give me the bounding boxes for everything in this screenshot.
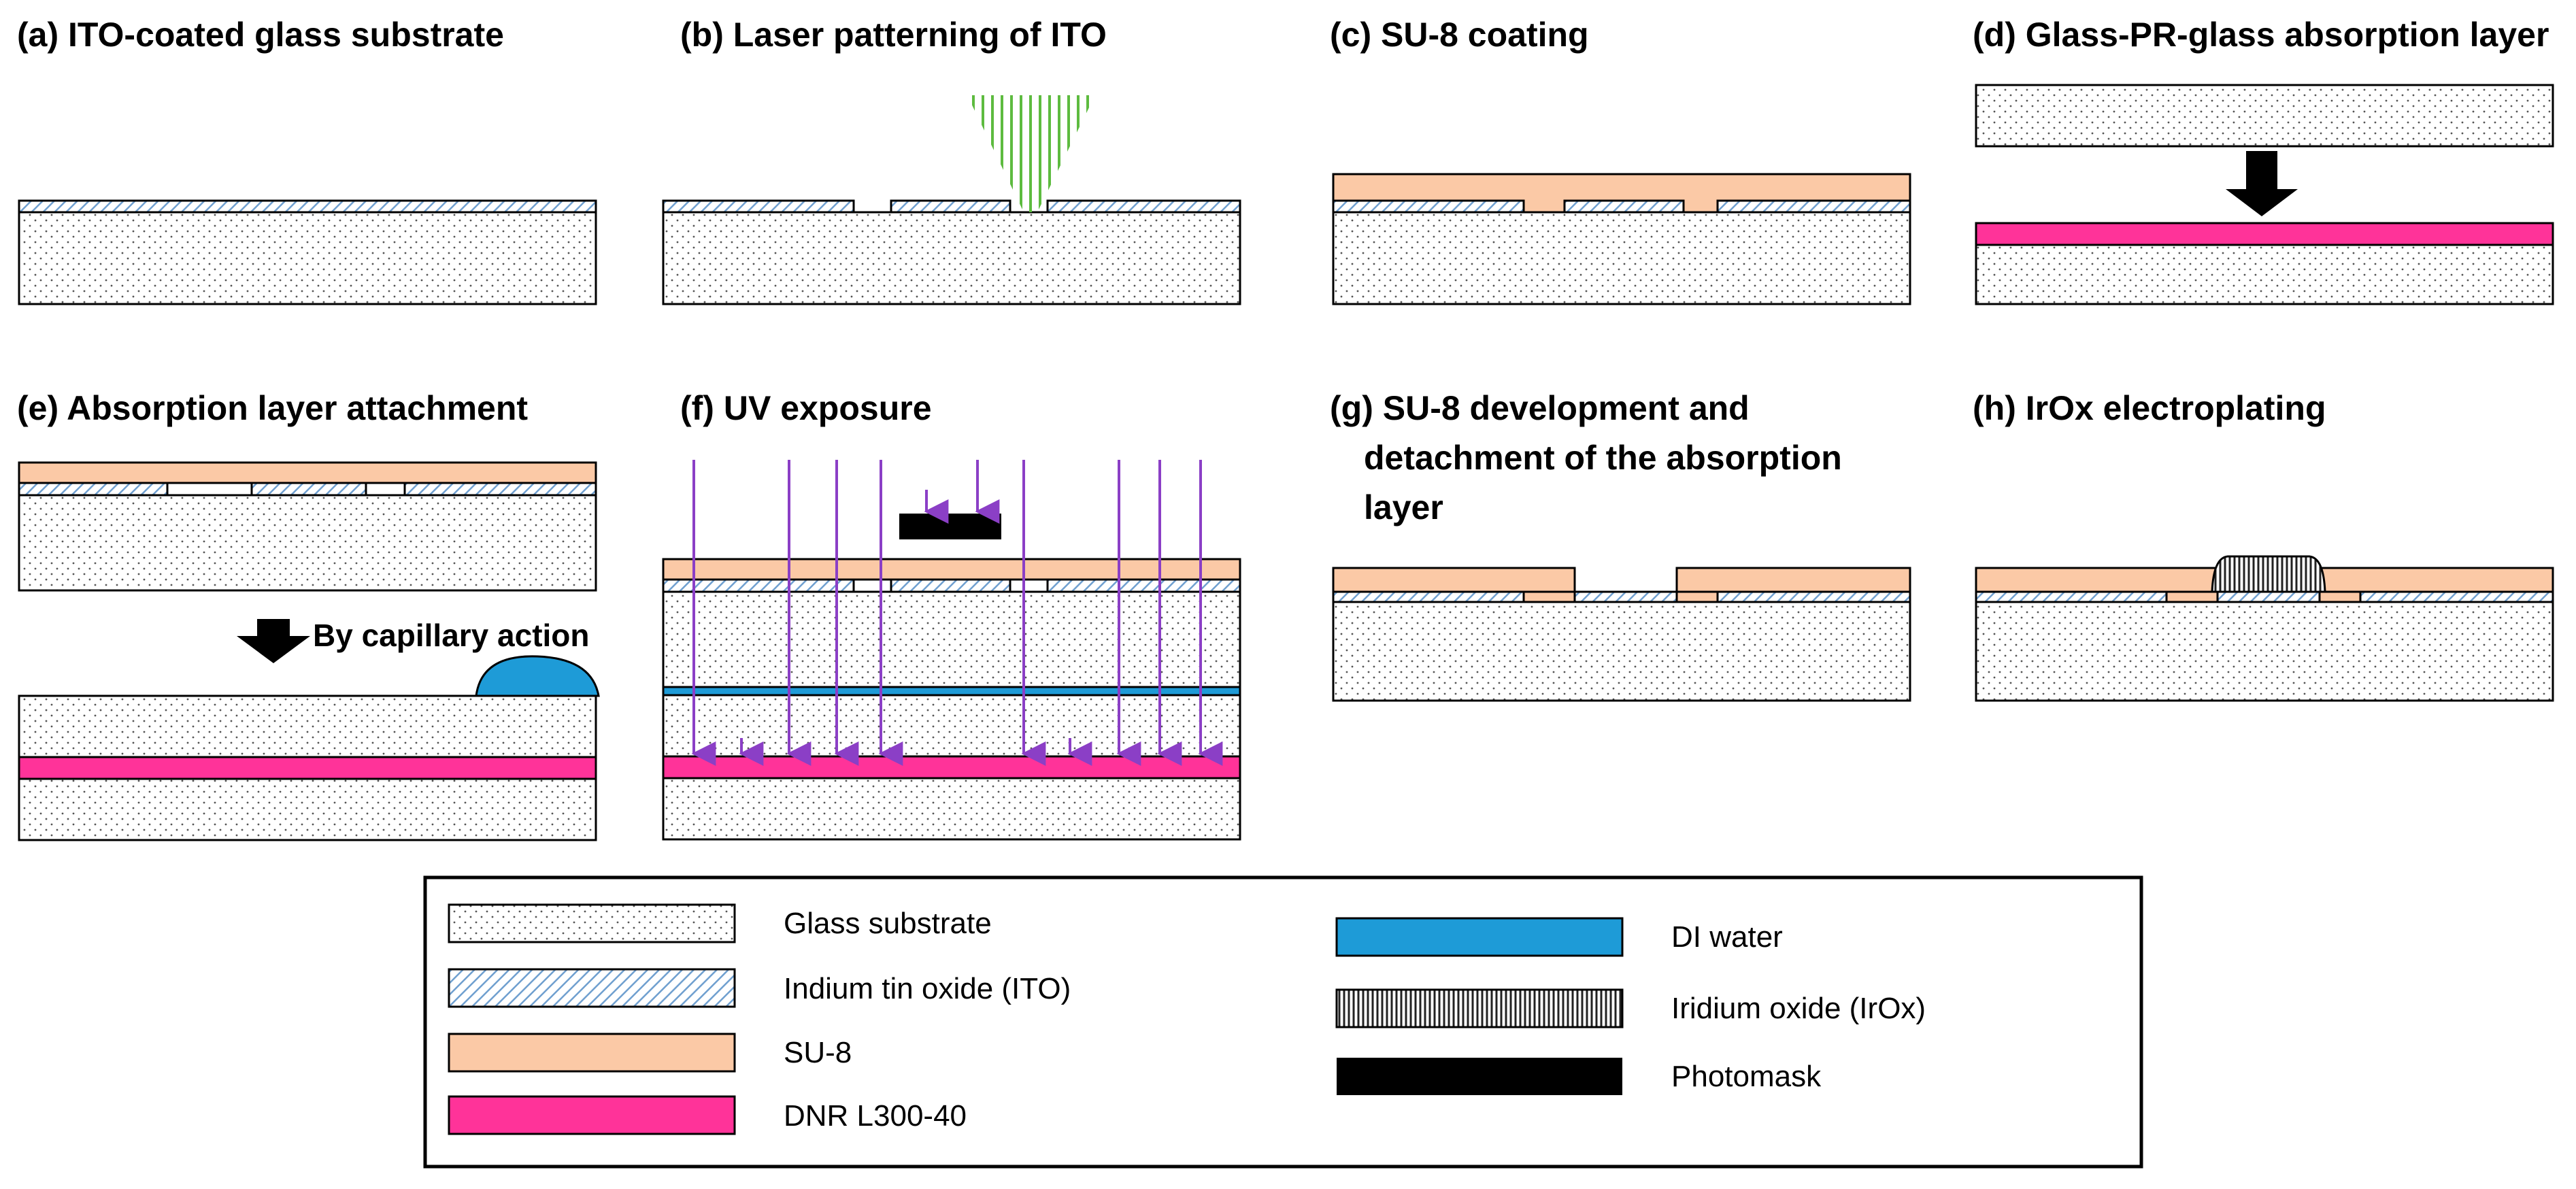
panel-c (1332, 173, 1911, 305)
bottom-glass (1975, 244, 2554, 305)
di-water-droplet (475, 655, 600, 697)
su8-right (1675, 567, 1911, 593)
ito-pad-2 (1563, 199, 1685, 214)
ito-pad-2 (890, 578, 1011, 593)
su8-right (2318, 567, 2554, 593)
dnr-layer (662, 755, 1241, 780)
su8-left (1975, 567, 2219, 593)
glass-substrate (18, 211, 597, 305)
ito-pad-3 (1716, 590, 1911, 603)
glass-substrate (1332, 601, 1911, 702)
legend-frame (423, 875, 2143, 1169)
panel-e: By capillary action (18, 461, 600, 841)
panel-b (662, 95, 1241, 305)
photomask (899, 514, 1001, 539)
ito-pad-1 (18, 482, 169, 497)
panel-a-title: (a) ITO-coated glass substrate (17, 16, 504, 54)
top-glass (662, 694, 1241, 758)
ito-pad-1 (662, 578, 855, 593)
panel-g-title-line-1: (g) SU-8 development and (1330, 389, 1750, 427)
legend-swatch-photomask (1337, 1058, 1622, 1095)
water-film (662, 686, 1241, 697)
ito-pad-2 (890, 199, 1011, 214)
panel-d (1975, 84, 2554, 305)
ito-pad-2 (1573, 590, 1678, 603)
legend-swatch-irox (1335, 988, 1624, 1028)
panel-h (1975, 555, 2554, 702)
legend: Glass substrate Indium tin oxide (ITO) S… (423, 875, 2143, 1169)
ito-pad-1 (1332, 199, 1525, 214)
top-glass (18, 694, 597, 758)
ito-pad-2 (2216, 590, 2321, 603)
legend-swatch-su8 (448, 1033, 736, 1073)
dnr-layer (1975, 222, 2554, 246)
legend-swatch-glass (448, 903, 736, 943)
ito-pad-3 (1716, 199, 1911, 214)
panel-f (662, 460, 1241, 841)
panel-b-title: (b) Laser patterning of ITO (680, 16, 1107, 54)
laser-beam (967, 95, 1095, 212)
dnr-layer (18, 756, 597, 780)
glass-substrate (662, 590, 1241, 688)
ito-layer (18, 199, 597, 214)
panel-d-title: (d) Glass-PR-glass absorption layer (1973, 16, 2549, 54)
ito-pad-1 (1975, 590, 2168, 603)
legend-swatch-ito (448, 968, 736, 1008)
panel-a (18, 199, 597, 305)
ito-pad-3 (2359, 590, 2554, 603)
bottom-glass (662, 777, 1241, 841)
ito-pad-1 (662, 199, 855, 214)
panel-g-title-line-3: layer (1364, 488, 1443, 526)
legend-label-irox: Iridium oxide (IrOx) (1671, 992, 1926, 1025)
ito-pad-2 (250, 482, 367, 497)
bottom-glass (18, 777, 597, 841)
legend-label-photomask: Photomask (1671, 1060, 1822, 1093)
legend-label-ito: Indium tin oxide (ITO) (784, 972, 1071, 1005)
panel-e-title: (e) Absorption layer attachment (17, 389, 528, 427)
glass-substrate (662, 211, 1241, 305)
capillary-note: By capillary action (313, 618, 590, 653)
su8-step-right (1675, 590, 1719, 603)
su8-layer (662, 558, 1241, 581)
su8-layer (18, 461, 597, 484)
ito-pad-3 (1046, 578, 1241, 593)
down-arrow (237, 619, 310, 663)
glass-substrate (1332, 211, 1911, 305)
su8-step-right (2318, 590, 2362, 603)
legend-label-dnr: DNR L300-40 (784, 1099, 967, 1133)
legend-swatch-dnr (448, 1095, 736, 1135)
legend-label-water: DI water (1671, 920, 1783, 954)
su8-step-left (2165, 590, 2219, 603)
legend-swatch-water (1335, 917, 1624, 957)
top-glass (1975, 84, 2554, 148)
panel-h-title: (h) IrOx electroplating (1973, 389, 2326, 427)
uv-rays (691, 460, 1223, 766)
ito-pad-3 (403, 482, 597, 497)
glass-substrate (1975, 601, 2554, 702)
glass-substrate (18, 494, 597, 592)
panel-f-title: (f) UV exposure (680, 389, 932, 427)
ito-pad-3 (1046, 199, 1241, 214)
legend-label-su8: SU-8 (784, 1036, 852, 1069)
legend-label-glass: Glass substrate (784, 907, 992, 940)
panel-g-title-line-2: detachment of the absorption (1364, 439, 1842, 477)
ito-pad-1 (1332, 590, 1525, 603)
panel-g (1332, 567, 1911, 702)
su8-left (1332, 567, 1576, 593)
irox-deposit (2211, 555, 2326, 593)
down-arrow (2226, 151, 2298, 216)
su8-step-left (1522, 590, 1576, 603)
panel-c-title: (c) SU-8 coating (1330, 16, 1589, 54)
